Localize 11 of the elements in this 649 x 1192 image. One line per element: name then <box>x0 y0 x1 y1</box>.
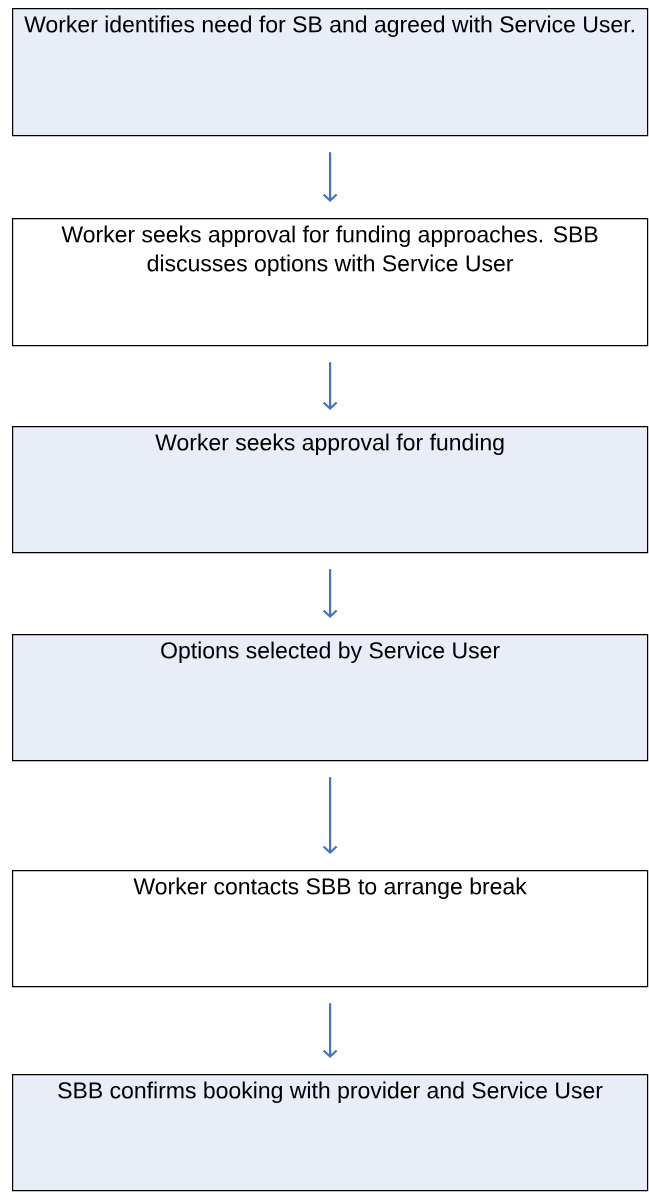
arrow <box>322 777 338 854</box>
arrow <box>322 362 338 410</box>
process-box: SBB confirms booking with provider and Service User <box>12 1074 649 1192</box>
process-box: Worker seeks approval for funding approaches. SBB discusses options with Service User <box>12 218 649 347</box>
process-box: Options selected by Service User <box>12 634 649 762</box>
arrow <box>322 1003 338 1058</box>
process-box: Worker identifies need for SB and agreed with Service User. <box>12 8 649 137</box>
process-box: Worker contacts SBB to arrange break <box>12 870 649 988</box>
arrow <box>322 569 338 618</box>
arrow <box>322 152 338 202</box>
process-box: Worker seeks approval for funding <box>12 426 649 554</box>
